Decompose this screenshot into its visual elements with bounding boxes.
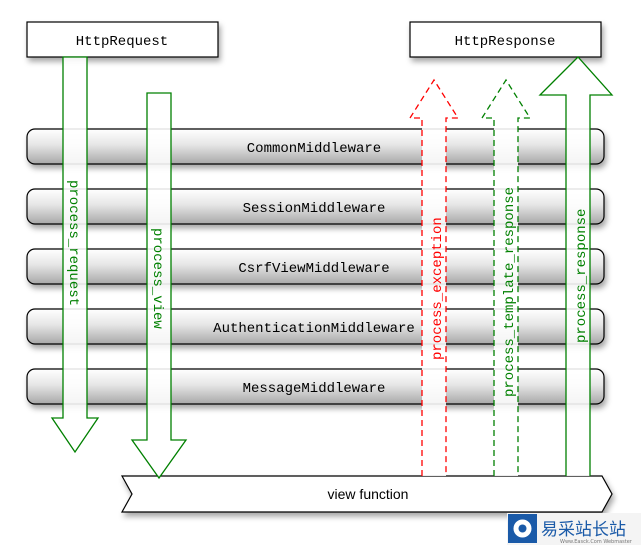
http-response-label: HttpResponse [455,34,556,50]
middleware-label: CsrfViewMiddleware [238,261,389,277]
middleware-label: SessionMiddleware [243,201,386,217]
middleware-label: MessageMiddleware [243,381,386,397]
view-function-label: view function [328,486,409,502]
http-request-label: HttpRequest [76,34,168,50]
watermark-title: 易采站长站 [541,520,626,540]
process-view-arrow: process_view [130,92,188,480]
http-request-box: HttpRequest [26,21,219,58]
view-function-banner: view function [120,475,613,513]
middleware-label: CommonMiddleware [247,141,381,157]
process-template-response-arrow: process_template_response [480,78,532,476]
process-exception-label: process_exception [430,217,446,360]
process-view-label: process_view [149,228,165,329]
http-response-box: HttpResponse [409,21,602,58]
process-response-arrow: process_response [538,56,614,476]
process-template-response-label: process_template_response [502,187,518,397]
process-request-arrow: process_request [50,56,100,454]
middleware-label: AuthenticationMiddleware [213,321,415,337]
watermark-logo: 易采站长站 Www.Easck.Com Webmaster [507,513,641,545]
process-response-label: process_response [574,209,590,343]
watermark-subtitle: Www.Easck.Com Webmaster [560,539,633,545]
process-request-label: process_request [65,180,81,306]
process-exception-arrow: process_exception [408,78,460,476]
